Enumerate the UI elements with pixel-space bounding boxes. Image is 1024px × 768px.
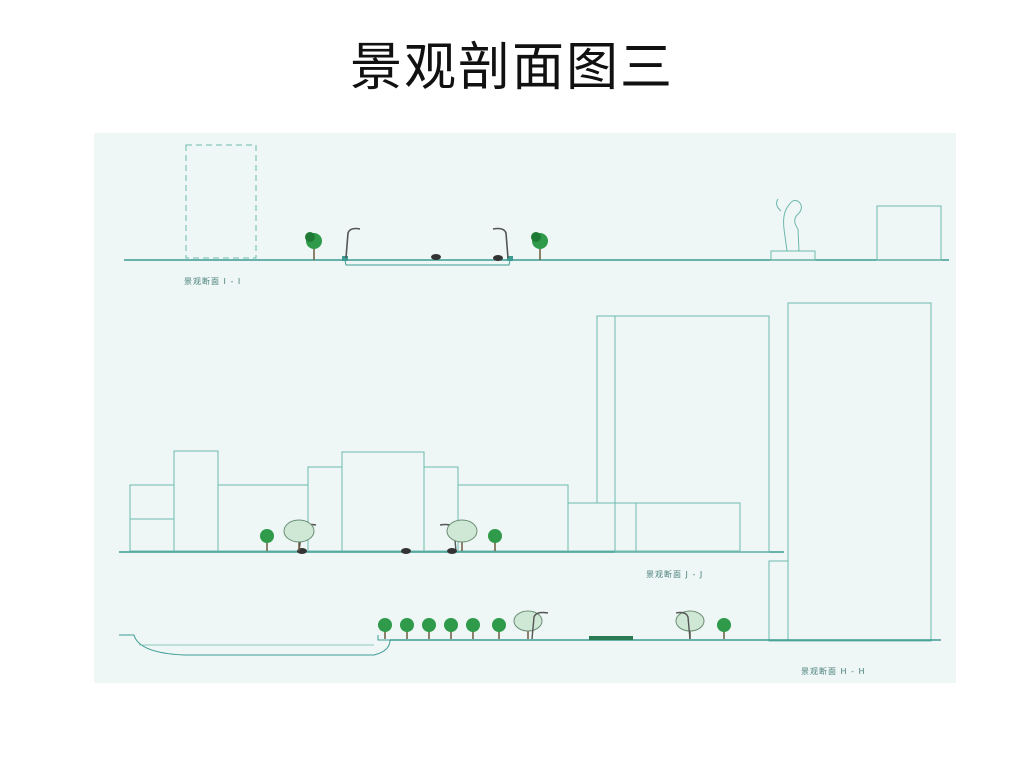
water-channel [119, 634, 391, 656]
tree-icon [305, 232, 322, 260]
street-light-left [531, 611, 549, 640]
tree-icon [444, 618, 458, 639]
tree-icon [378, 618, 392, 639]
street-light-left [345, 227, 361, 259]
section-h-h: 景观断面 H - H [119, 610, 941, 676]
building-outline [173, 450, 219, 552]
building-outline [614, 315, 770, 553]
hedge-planter [589, 636, 633, 640]
car-icon [493, 255, 503, 261]
building-outline [596, 315, 616, 504]
car-icon [447, 548, 457, 554]
building-outline [341, 451, 425, 552]
tree-icon [260, 529, 274, 551]
building-outline [567, 502, 637, 552]
tree-icon [400, 618, 414, 639]
tree-icon [488, 529, 502, 551]
tree-icon [492, 618, 506, 639]
car-icon [401, 548, 411, 554]
section-j-j: 景观断面 J - J [119, 302, 932, 642]
building-outline [635, 502, 741, 552]
tree-icon [422, 618, 436, 639]
tree-icon [446, 519, 478, 551]
tree-icon [466, 618, 480, 639]
building-outline [307, 466, 343, 552]
dashed-building-outline [185, 144, 257, 259]
building-outline [768, 560, 789, 642]
building-outline [457, 484, 569, 552]
curb-left [342, 256, 348, 261]
section-label-i-i: 景观断面 I - I [184, 276, 241, 286]
curb-right [507, 256, 513, 261]
tree-icon [717, 618, 731, 639]
building-outline [876, 205, 942, 261]
car-icon [431, 254, 441, 260]
tree-icon [283, 519, 315, 551]
tree-icon [531, 232, 548, 260]
section-drawing: 景观断面 I - I [119, 144, 949, 676]
slide-title: 景观剖面图三 [349, 38, 674, 98]
tree-icon [513, 610, 543, 639]
section-drawing-panel: 景观断面 I - I [94, 133, 956, 683]
section-label-h-h: 景观断面 H - H [801, 666, 866, 676]
building-outline [129, 484, 175, 552]
section-i-i: 景观断面 I - I [124, 144, 949, 286]
sculpture-icon [770, 198, 816, 261]
building-outline [787, 302, 932, 642]
street-light-right [675, 611, 691, 640]
building-outline [129, 518, 175, 552]
section-label-j-j: 景观断面 J - J [646, 569, 703, 579]
street-light-right [492, 227, 509, 259]
